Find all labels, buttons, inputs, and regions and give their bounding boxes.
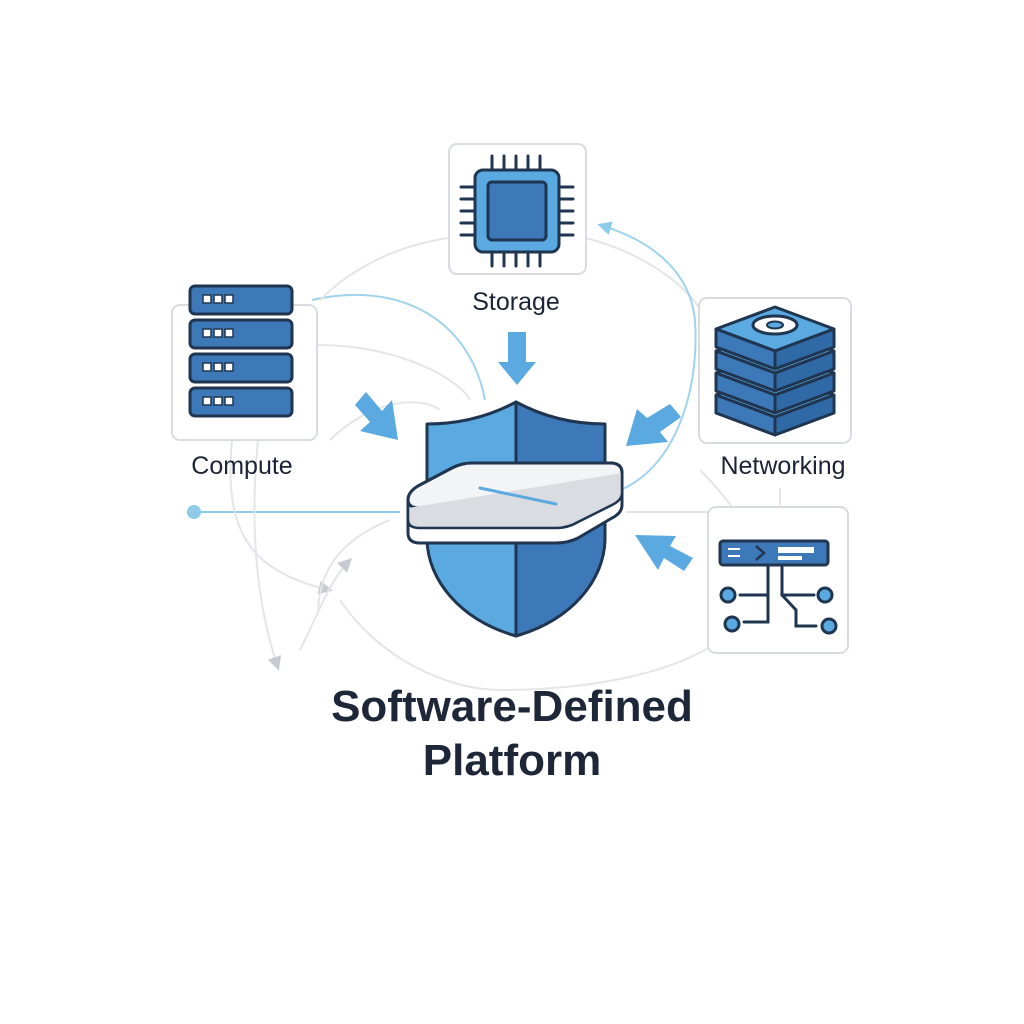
- storage-node[interactable]: [448, 143, 587, 275]
- compute-label: Compute: [191, 452, 293, 480]
- connector-endpoint-dot: [187, 505, 201, 519]
- platform-title: Software-Defined Platform: [262, 680, 762, 788]
- arrow-from-networking: [626, 404, 681, 446]
- storage-label: Storage: [472, 288, 560, 316]
- chip-icon: [459, 154, 575, 268]
- networking-node[interactable]: [698, 297, 852, 444]
- disk-stack-icon: [714, 305, 836, 437]
- server-rack-icon: [188, 284, 294, 418]
- topology-node[interactable]: [707, 506, 849, 654]
- networking-label: Networking: [720, 452, 846, 480]
- arrow-from-storage: [498, 332, 536, 385]
- arrow-from-compute: [355, 392, 398, 440]
- network-topology-icon: [718, 539, 838, 635]
- input-arrows: [355, 332, 693, 571]
- shield-platform-icon: [406, 400, 624, 638]
- platform-title-line2: Platform: [422, 736, 602, 785]
- platform-title-line1: Software-Defined: [331, 682, 693, 731]
- compute-node[interactable]: [171, 284, 318, 441]
- arrow-from-topology: [635, 535, 693, 571]
